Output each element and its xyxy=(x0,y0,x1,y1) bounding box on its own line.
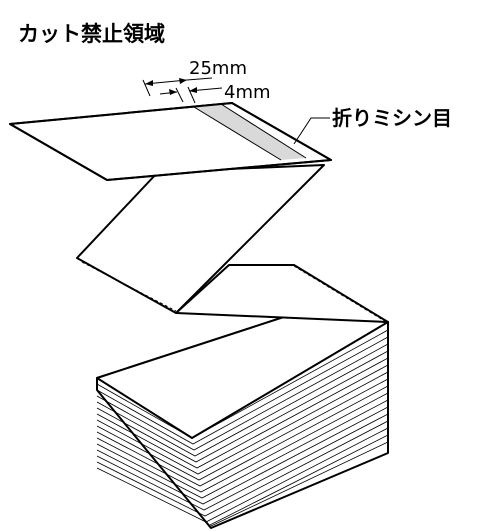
diagram-title: カット禁止領域 xyxy=(18,22,165,46)
second-label xyxy=(76,164,325,314)
second-label-perforation xyxy=(81,261,177,312)
extension-line-outer-left xyxy=(142,79,151,97)
second-label-sheet xyxy=(76,164,325,314)
perforation-callout: 折りミシン目 xyxy=(293,106,452,145)
dimension-indicators: 25mm 4mm xyxy=(142,58,271,104)
label-stack xyxy=(96,314,389,529)
extension-line-inner-left xyxy=(175,87,184,103)
dimension-label-4mm: 4mm xyxy=(224,82,271,103)
leader-25mm xyxy=(186,77,213,81)
third-label xyxy=(175,264,389,324)
top-label xyxy=(9,102,332,181)
arrowhead-25mm-left xyxy=(145,80,153,86)
no-cut-zone-edge-left xyxy=(193,106,282,161)
third-label-perforation xyxy=(293,265,389,324)
callout-leader xyxy=(293,117,330,145)
no-cut-zone-edge-right xyxy=(220,103,307,159)
no-cut-zone xyxy=(194,104,306,160)
dimension-label-25mm: 25mm xyxy=(189,58,247,79)
arrowhead-25mm-right xyxy=(179,78,187,84)
extension-line-right xyxy=(187,86,196,104)
callout-label: 折りミシン目 xyxy=(332,106,452,130)
arrowhead-4mm-right xyxy=(189,87,197,93)
third-label-sheet xyxy=(175,264,389,323)
arrowhead-4mm-left xyxy=(169,89,177,95)
stack-edge-lines xyxy=(96,329,389,528)
